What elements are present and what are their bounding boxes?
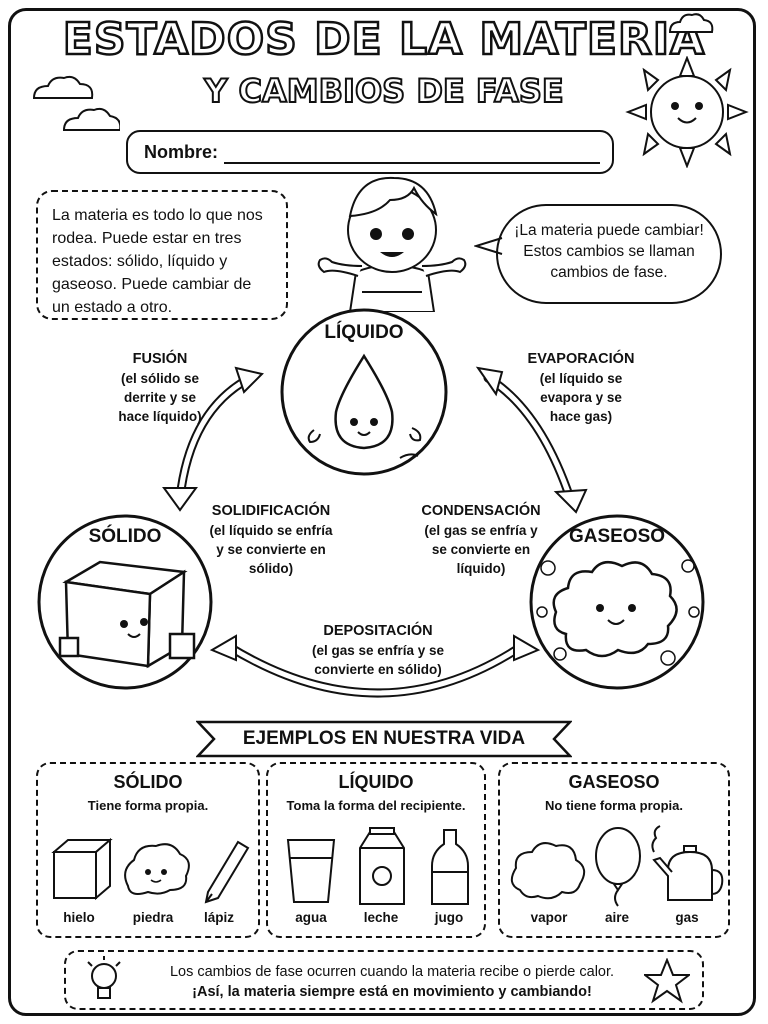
sun-icon: [625, 56, 749, 168]
footer-line-2: ¡Así, la materia siempre está en movimie…: [192, 984, 592, 1000]
bottle-icon: [431, 829, 469, 905]
panel-subtitle: Toma la forma del recipiente.: [286, 798, 466, 813]
condensation-desc-1: (el gas se enfría y: [424, 523, 538, 538]
solidification-desc-1: (el líquido se enfría: [209, 523, 333, 538]
fusion-desc-2: derrite y se: [123, 390, 197, 405]
examples-banner-title: EJEMPLOS EN NUESTRA VIDA: [242, 728, 526, 749]
balloon-icon: [595, 827, 641, 907]
milk-carton-icon: [359, 827, 405, 905]
solidification-desc-3: sólido): [248, 561, 294, 576]
footer-box: Los cambios de fase ocurren cuando la ma…: [64, 950, 704, 1010]
fusion-name: FUSIÓN: [132, 351, 188, 367]
name-write-line[interactable]: [224, 162, 600, 164]
examples-panel-liquid: LÍQUIDO Toma la forma del recipiente. ag…: [266, 762, 486, 938]
gas-examples-art: [510, 825, 724, 907]
examples-banner: [196, 720, 572, 758]
intro-text-box: La materia es todo lo que nos rodea. Pue…: [36, 190, 288, 320]
panel-title: LÍQUIDO: [338, 772, 414, 792]
deposition-desc-1: (el gas se enfría y se: [311, 643, 445, 658]
condensation-desc-3: líquido): [456, 561, 506, 576]
panel-title: SÓLIDO: [113, 772, 183, 792]
ice-icon: [51, 837, 113, 901]
condensation-desc-2: se convierte en: [431, 542, 531, 557]
cloud-icon: [32, 75, 120, 131]
example-label: lápiz: [203, 910, 234, 925]
bubble-tail: [474, 237, 503, 255]
process-condensation: CONDENSACIÓN (el gas se enfría y se conv…: [406, 502, 556, 578]
panel-title: GASEOSO: [568, 772, 660, 792]
example-label: agua: [295, 910, 327, 925]
evaporation-desc-1: (el líquido se: [539, 371, 623, 386]
title-line-1: ESTADOS DE LA MATERIA: [62, 13, 706, 67]
kettle-icon: [651, 825, 724, 901]
solidification-desc-2: y se convierte en: [216, 542, 326, 557]
evaporation-desc-2: evapora y se: [540, 390, 622, 405]
panel-subtitle: Tiene forma propia.: [87, 798, 209, 813]
evaporation-desc-3: hace gas): [549, 409, 613, 424]
deposition-name: DEPOSITACIÓN: [323, 623, 433, 639]
liquid-state-label: LÍQUIDO: [324, 322, 404, 343]
boy-icon: [317, 176, 467, 312]
example-label: jugo: [434, 910, 464, 925]
cloud-face-icon: [536, 559, 700, 666]
process-evaporation: EVAPORACIÓN (el líquido se evapora y se …: [516, 350, 646, 426]
example-label: aire: [604, 910, 630, 925]
name-label: Nombre:: [144, 142, 219, 162]
process-solidification: SOLIDIFICACIÓN (el líquido se enfría y s…: [196, 502, 346, 578]
example-label: leche: [363, 910, 399, 925]
footer-line-1: Los cambios de fase ocurren cuando la ma…: [169, 964, 615, 980]
panel-subtitle: No tiene forma propia.: [545, 798, 683, 813]
gas-state-label: GASEOSO: [568, 526, 666, 547]
name-field[interactable]: Nombre:: [126, 130, 614, 174]
evaporation-name: EVAPORACIÓN: [527, 351, 635, 367]
fusion-desc-3: hace líquido): [118, 409, 202, 424]
light-bulb-icon: [87, 956, 121, 999]
solid-state-label: SÓLIDO: [88, 526, 162, 547]
example-label: hielo: [63, 910, 95, 925]
water-drop-icon: [307, 353, 422, 459]
steam-cloud-icon: [510, 842, 586, 900]
process-fusion: FUSIÓN (el sólido se derrite y se hace l…: [100, 350, 220, 426]
liquid-examples-art: [286, 827, 469, 905]
glass-icon: [286, 839, 336, 903]
examples-panel-gas: GASEOSO No tiene forma propia. vapor air…: [498, 762, 730, 938]
title-line-2: Y CAMBIOS DE FASE: [203, 71, 565, 111]
cloud-icon: [668, 13, 714, 33]
example-label: vapor: [530, 910, 568, 925]
process-deposition: DEPOSITACIÓN (el gas se enfría y se conv…: [290, 622, 466, 679]
fusion-desc-1: (el sólido se: [120, 371, 200, 386]
solidification-name: SOLIDIFICACIÓN: [211, 503, 331, 519]
footer-text: Los cambios de fase ocurren cuando la ma…: [132, 962, 652, 1002]
condensation-name: CONDENSACIÓN: [421, 503, 541, 519]
pencil-icon: [204, 840, 250, 904]
solid-examples-art: [51, 837, 250, 904]
examples-panel-solid: SÓLIDO Tiene forma propia. hielo piedra …: [36, 762, 260, 938]
worksheet-border: [8, 8, 756, 1016]
rock-icon: [124, 843, 190, 895]
ice-cube-icon: [58, 560, 196, 669]
example-label: gas: [675, 910, 699, 925]
speech-bubble: ¡La materia puede cambiar! Estos cambios…: [496, 204, 722, 304]
star-icon: [644, 958, 690, 1004]
deposition-desc-2: convierte en sólido): [314, 662, 442, 677]
example-label: piedra: [132, 910, 174, 925]
